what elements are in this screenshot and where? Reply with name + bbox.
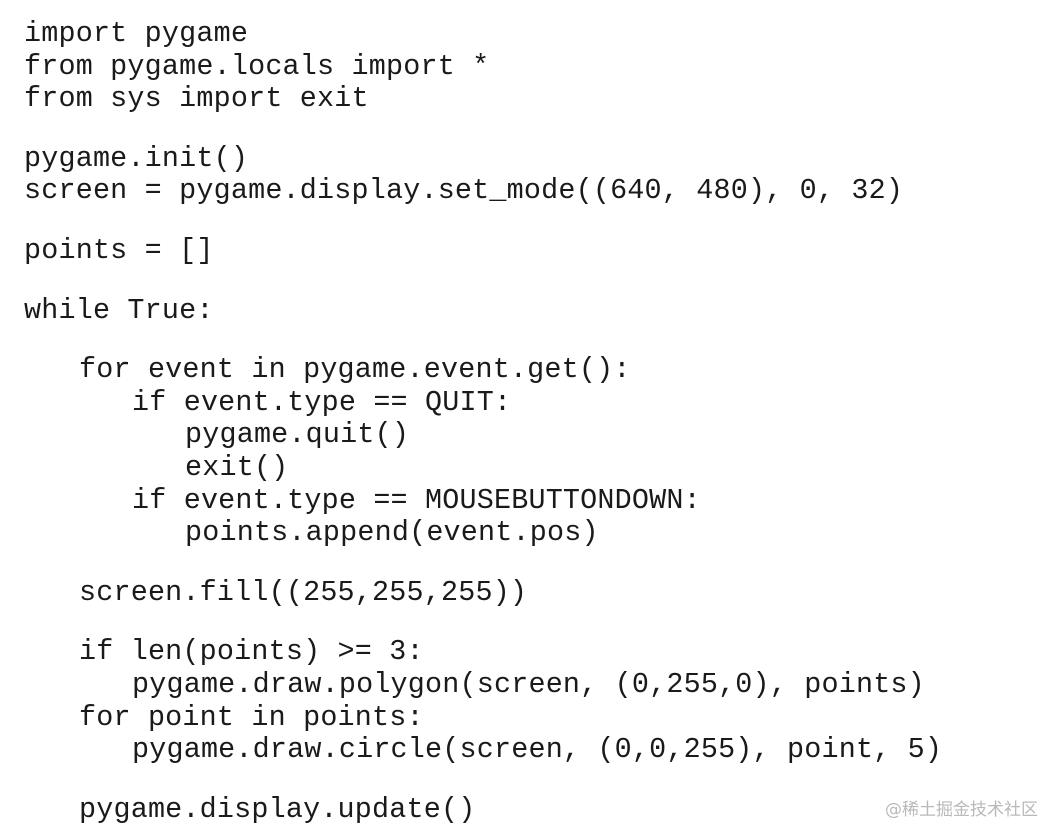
code-line: pygame.draw.polygon(screen, (0,255,0), p… xyxy=(132,667,925,701)
code-line: exit() xyxy=(185,450,289,484)
blank-line xyxy=(24,268,942,295)
code-line: pygame.quit() xyxy=(185,418,410,452)
code-line: while True: xyxy=(24,293,214,327)
blank-line xyxy=(24,116,942,143)
code-line: screen = pygame.display.set_mode((640, 4… xyxy=(24,174,904,208)
code-line: from pygame.locals import * xyxy=(24,49,490,83)
code-line: pygame.init() xyxy=(24,141,249,175)
watermark: @稀土掘金技术社区 xyxy=(885,800,1038,820)
code-line: pygame.display.update() xyxy=(79,792,476,826)
code-line: pygame.draw.circle(screen, (0,0,255), po… xyxy=(132,733,943,767)
code-line: if event.type == MOUSEBUTTONDOWN: xyxy=(132,483,701,517)
code-line: if event.type == QUIT: xyxy=(132,385,512,419)
blank-line xyxy=(24,550,942,577)
blank-line xyxy=(24,609,942,636)
blank-line xyxy=(24,208,942,235)
code-line: if len(points) >= 3: xyxy=(79,635,424,669)
code-line: for event in pygame.event.get(): xyxy=(79,353,631,387)
code-line: screen.fill((255,255,255)) xyxy=(79,575,528,609)
code-line: from sys import exit xyxy=(24,82,369,116)
code-line: for point in points: xyxy=(79,700,424,734)
blank-line xyxy=(24,767,942,794)
code-block: import pygame from pygame.locals import … xyxy=(24,17,943,826)
code-line: import pygame xyxy=(24,17,249,50)
code-line: points = [] xyxy=(24,233,214,267)
code-line: points.append(event.pos) xyxy=(185,516,599,550)
blank-line xyxy=(24,327,942,354)
